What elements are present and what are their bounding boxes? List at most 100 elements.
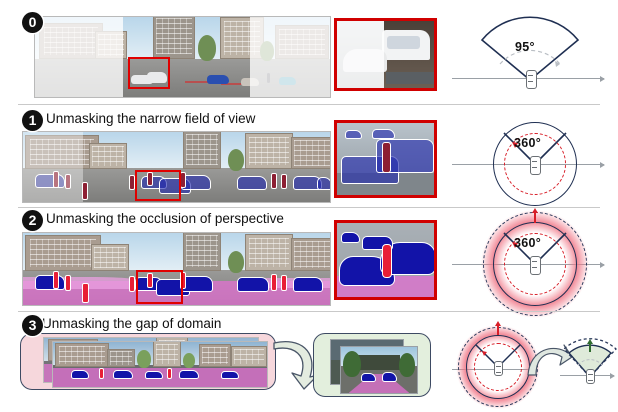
building bbox=[291, 137, 330, 169]
tree bbox=[228, 149, 244, 171]
crop-fade-left bbox=[337, 21, 384, 88]
roi-box-row-0[interactable] bbox=[128, 57, 170, 89]
vehicle-mask bbox=[293, 277, 323, 292]
pedestrian-mask bbox=[53, 271, 59, 289]
pedestrian-mask bbox=[271, 274, 277, 291]
vehicle-mask bbox=[237, 277, 269, 292]
vehicle bbox=[131, 75, 153, 84]
pedestrian-mask bbox=[82, 182, 88, 200]
ego-vehicle-icon bbox=[530, 156, 541, 175]
fov-360-circle bbox=[493, 122, 577, 206]
fade-left bbox=[23, 132, 83, 202]
ego-vehicle-icon bbox=[586, 369, 595, 384]
ego-vehicle-icon bbox=[526, 70, 537, 89]
pedestrian-mask bbox=[53, 171, 59, 188]
pedestrian-mask bbox=[147, 273, 153, 288]
building bbox=[231, 346, 267, 367]
up-arrow-indicator bbox=[495, 321, 500, 335]
vehicle-mask bbox=[145, 371, 163, 379]
building bbox=[183, 132, 221, 169]
vehicle bbox=[207, 75, 229, 84]
fade-left bbox=[35, 17, 123, 97]
row-1: 1 Unmasking the narrow field of view bbox=[0, 108, 618, 208]
road-marking bbox=[221, 83, 243, 85]
vehicle-mask bbox=[179, 370, 199, 379]
building bbox=[183, 233, 221, 271]
row-badge-0: 0 bbox=[22, 12, 43, 33]
panorama-row-1[interactable] bbox=[22, 131, 331, 203]
vehicle-mask bbox=[340, 231, 361, 243]
row-badge-2: 2 bbox=[22, 210, 43, 231]
pedestrian-mask bbox=[381, 141, 392, 173]
pinhole-image-front[interactable] bbox=[340, 346, 418, 394]
pedestrian-mask bbox=[82, 283, 89, 303]
vehicle-mask bbox=[35, 275, 65, 290]
pedestrian-mask bbox=[129, 276, 135, 292]
fov-inner-dashed-circle bbox=[504, 233, 566, 295]
vehicle-mask bbox=[71, 370, 89, 379]
row-title-2: Unmasking the occlusion of perspective bbox=[46, 211, 284, 226]
tree bbox=[228, 251, 244, 273]
panorama-row-2[interactable] bbox=[22, 232, 331, 306]
up-arrow-indicator bbox=[587, 339, 592, 352]
building bbox=[91, 244, 129, 271]
row-2: 2 Unmasking the occlusion of perspective bbox=[0, 208, 618, 318]
row-badge-3: 3 bbox=[22, 315, 43, 336]
domain-adaptation-arrow-icon bbox=[527, 344, 572, 376]
pedestrian-mask bbox=[129, 175, 135, 190]
pedestrian-mask bbox=[167, 368, 172, 379]
building bbox=[25, 135, 99, 169]
fov-diagram-row-2: 360° bbox=[452, 208, 612, 318]
fov-angle-label-row-2: 360° bbox=[514, 236, 542, 250]
ego-vehicle-icon bbox=[494, 361, 503, 376]
fade-right bbox=[250, 17, 330, 97]
building bbox=[107, 349, 135, 367]
pedestrian-mask bbox=[281, 174, 287, 189]
tree bbox=[399, 353, 415, 377]
zoom-crop-row-0[interactable] bbox=[334, 18, 437, 91]
vehicle-mask bbox=[371, 128, 396, 140]
road-marking bbox=[185, 81, 211, 83]
vehicle-mask bbox=[360, 372, 376, 383]
fov-diagram-row-1: 360° bbox=[452, 114, 612, 206]
row-title-3: Unmasking the gap of domain bbox=[42, 316, 222, 331]
zoom-crop-row-2[interactable] bbox=[334, 220, 437, 300]
row-0: 0 bbox=[0, 0, 618, 108]
fov-angle-label-row-1: 360° bbox=[514, 136, 542, 150]
vehicle-mask bbox=[221, 371, 239, 379]
pedestrian-mask bbox=[281, 275, 287, 291]
panorama-row-0[interactable] bbox=[34, 16, 331, 98]
panorama-row-3-front[interactable] bbox=[52, 341, 268, 388]
pedestrian-mask bbox=[271, 173, 277, 189]
tree bbox=[183, 353, 195, 368]
zoom-crop-row-1[interactable] bbox=[334, 120, 437, 198]
row-3: 3 Unmasking the gap of domain bbox=[0, 313, 618, 412]
tree bbox=[137, 350, 151, 368]
building bbox=[245, 133, 293, 169]
pedestrian-mask bbox=[180, 272, 186, 289]
fov-diagram-row-3-source bbox=[452, 321, 542, 409]
up-arrow-indicator bbox=[532, 208, 537, 223]
row-divider bbox=[18, 311, 600, 312]
tree bbox=[343, 351, 361, 377]
tree bbox=[198, 35, 216, 61]
pedestrian-mask bbox=[99, 368, 104, 379]
roi-box-row-1[interactable] bbox=[135, 170, 181, 201]
fov-inner-dashed-circle bbox=[474, 343, 522, 391]
vehicle-mask bbox=[113, 370, 133, 379]
pedestrian-mask bbox=[65, 275, 71, 291]
building bbox=[245, 234, 293, 271]
roi-box-row-2[interactable] bbox=[136, 270, 183, 304]
building bbox=[153, 342, 181, 367]
fov-diagram-row-0: 95° bbox=[452, 14, 612, 98]
pedestrian-mask bbox=[147, 172, 153, 186]
building bbox=[55, 343, 109, 367]
pedestrian-mask bbox=[381, 243, 393, 279]
vehicle-mask bbox=[344, 130, 363, 140]
building bbox=[153, 17, 195, 59]
fov-inner-dashed-circle bbox=[504, 133, 566, 195]
building bbox=[291, 238, 330, 271]
domain-transfer-arrow-icon bbox=[273, 341, 319, 390]
row-title-1: Unmasking the narrow field of view bbox=[46, 111, 256, 126]
vehicle-mask bbox=[237, 176, 267, 190]
